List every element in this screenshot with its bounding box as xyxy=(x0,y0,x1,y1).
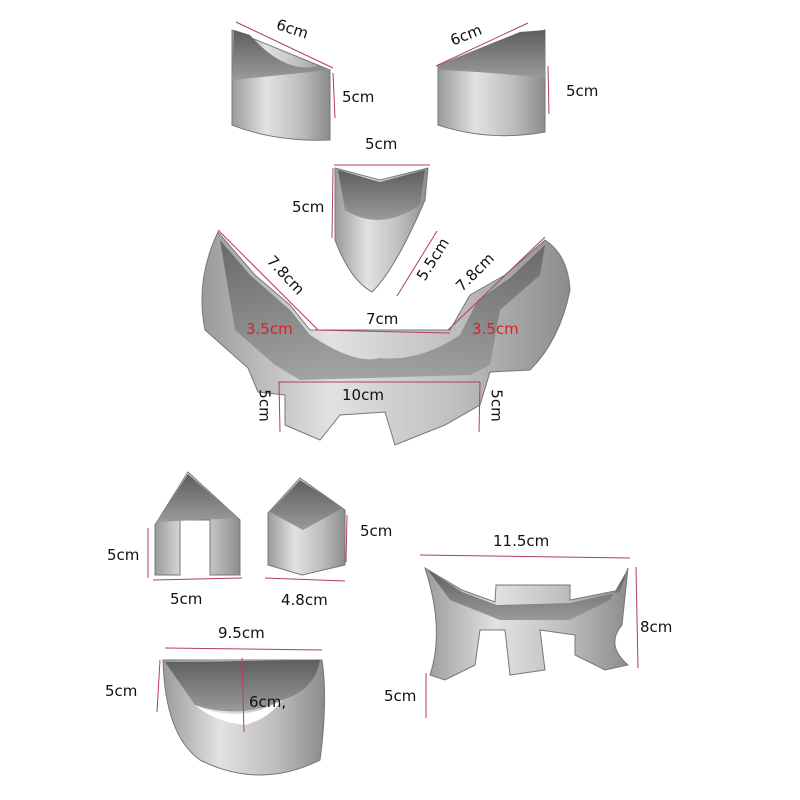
mouth-bottom-width-label: 10cm xyxy=(342,386,384,404)
heart-width-label: 4.8cm xyxy=(281,591,328,609)
left-eye-height-label: 5cm xyxy=(342,88,375,106)
mouth-right-red-label: 3.5cm xyxy=(472,320,519,338)
bat-height-label: 8cm xyxy=(640,618,673,636)
house-cutter xyxy=(147,471,243,581)
mouth-right-height-label: 5cm xyxy=(487,389,506,422)
bat-width-label: 11.5cm xyxy=(493,532,550,550)
mouth-left-red-label: 3.5cm xyxy=(246,320,293,338)
heart-shape-cutter xyxy=(264,477,348,582)
half-moon-cutter xyxy=(156,647,326,776)
mouth-cutter xyxy=(201,229,571,446)
nose-width-label: 5cm xyxy=(365,135,398,153)
half-moon-width-label: 9.5cm xyxy=(218,624,265,642)
half-moon-height-label: 5cm xyxy=(105,682,138,700)
right-eye-height-label: 5cm xyxy=(566,82,599,100)
nose-height-label: 5cm xyxy=(292,198,325,216)
left-eye-cutter xyxy=(231,21,336,141)
house-width-label: 5cm xyxy=(170,590,203,608)
nose-cutter xyxy=(331,164,438,297)
house-height-label: 5cm xyxy=(107,546,140,564)
right-eye-cutter xyxy=(435,22,550,137)
bat-cutter xyxy=(419,554,639,718)
mouth-left-height-label: 5cm xyxy=(255,389,274,422)
half-moon-inner-label: 6cm, xyxy=(249,693,287,711)
mouth-top-width-label: 7cm xyxy=(366,310,399,328)
bat-depth-label: 5cm xyxy=(384,687,417,705)
heart-height-label: 5cm xyxy=(360,522,393,540)
